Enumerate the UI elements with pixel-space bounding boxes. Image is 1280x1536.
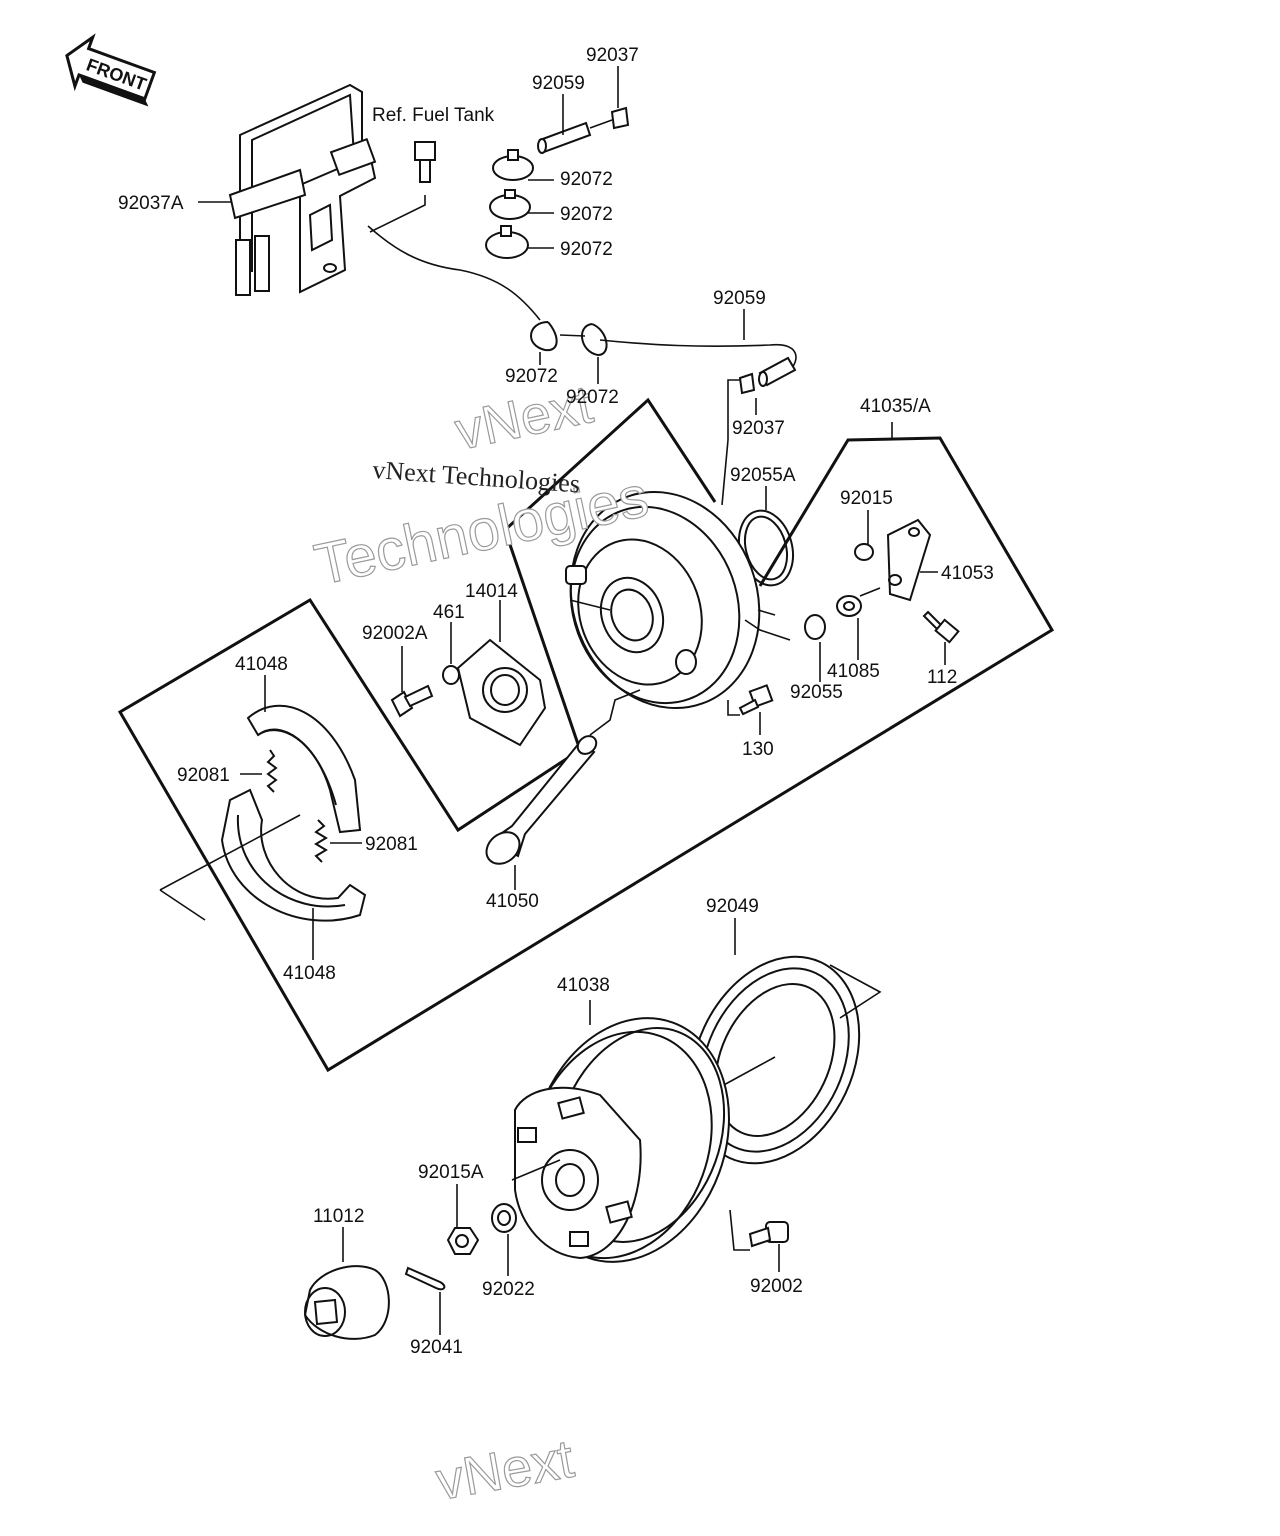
- fuel-tank-bracket: [228, 83, 377, 296]
- part-label-92049: 92049: [706, 896, 759, 917]
- part-label-41035a: 41035/A: [860, 396, 931, 417]
- spring-92081-lower: [314, 819, 328, 863]
- bolt-92002: [748, 1221, 789, 1248]
- camshaft-41050: [485, 735, 598, 865]
- clamp-92072-c: [485, 225, 529, 259]
- part-label-41048-lower: 41048: [283, 963, 336, 984]
- part-label-92081-lower: 92081: [365, 834, 418, 855]
- part-label-92015: 92015: [840, 488, 893, 509]
- part-label-41085: 41085: [827, 661, 880, 682]
- plate-14014: [456, 638, 547, 747]
- brake-shoe-41048-upper: [246, 704, 362, 834]
- part-label-92059-top: 92059: [532, 73, 585, 94]
- part-label-14014: 14014: [465, 581, 518, 602]
- part-label-92037a: 92037A: [118, 193, 184, 214]
- hose-92059-right: [758, 356, 797, 387]
- part-label-92041: 92041: [410, 1337, 463, 1358]
- part-label-92002: 92002: [750, 1276, 803, 1297]
- part-label-92072-d: 92072: [505, 366, 558, 387]
- nut-92015: [854, 543, 874, 561]
- part-label-11012: 11012: [313, 1206, 364, 1227]
- part-label-130: 130: [742, 739, 774, 760]
- washer-92055: [804, 614, 826, 640]
- clamp-92072-e: [581, 323, 608, 357]
- hub-cap-11012: [303, 1265, 390, 1340]
- washer-41085: [836, 595, 862, 617]
- bolt-130: [738, 684, 774, 716]
- watermark-bottom: vNext: [432, 1429, 578, 1512]
- part-label-92072-b: 92072: [560, 204, 613, 225]
- part-label-92055a: 92055A: [730, 465, 796, 486]
- part-label-92037-top: 92037: [586, 45, 639, 66]
- part-label-41053: 41053: [941, 563, 994, 584]
- part-label-92015a: 92015A: [418, 1162, 484, 1183]
- clamp-92072-a: [492, 149, 534, 181]
- brake-drum-41038: [514, 1017, 730, 1263]
- part-label-41038: 41038: [557, 975, 610, 996]
- bolt-112: [922, 610, 960, 644]
- castle-nut-92015a: [446, 1227, 480, 1255]
- part-label-41048-upper: 41048: [235, 654, 288, 675]
- washer-461: [442, 665, 460, 685]
- part-label-92037-lower: 92037: [732, 418, 785, 439]
- part-label-92072-e: 92072: [566, 387, 619, 408]
- washer-92022: [491, 1203, 517, 1233]
- part-label-41050: 41050: [486, 891, 539, 912]
- brake-shoe-41048-lower: [220, 788, 367, 922]
- clamp-92072-b: [489, 189, 531, 220]
- part-label-112: 112: [927, 667, 957, 688]
- brake-panel: [565, 490, 761, 710]
- cotter-pin-92041: [404, 1266, 446, 1291]
- part-label-92081-upper: 92081: [177, 765, 230, 786]
- part-label-92059-right: 92059: [713, 288, 766, 309]
- watermark-inline: vNext Technologies: [372, 455, 581, 498]
- part-label-92022: 92022: [482, 1279, 535, 1300]
- dust-seal-92049: [689, 955, 861, 1165]
- part-label-92072-a: 92072: [560, 169, 613, 190]
- part-label-92072-c: 92072: [560, 239, 613, 260]
- hose-92059-top: [537, 121, 592, 154]
- part-label-461: 461: [433, 602, 465, 623]
- front-arrow-icon: FRONT: [65, 33, 157, 107]
- spring-92081-upper: [266, 749, 278, 793]
- brake-lever-41053: [886, 518, 932, 602]
- part-label-92055: 92055: [790, 682, 843, 703]
- clip-92037-top: [589, 106, 630, 130]
- clip-92037-lower: [738, 372, 756, 395]
- bolt-92002a: [390, 684, 434, 718]
- brake-panel-frame: [503, 397, 717, 532]
- ref-fuel-tank-label: Ref. Fuel Tank: [372, 105, 495, 126]
- fuel-tank-bolt: [414, 141, 436, 183]
- part-label-92002a: 92002A: [362, 623, 428, 644]
- clamp-92072-d: [530, 321, 558, 352]
